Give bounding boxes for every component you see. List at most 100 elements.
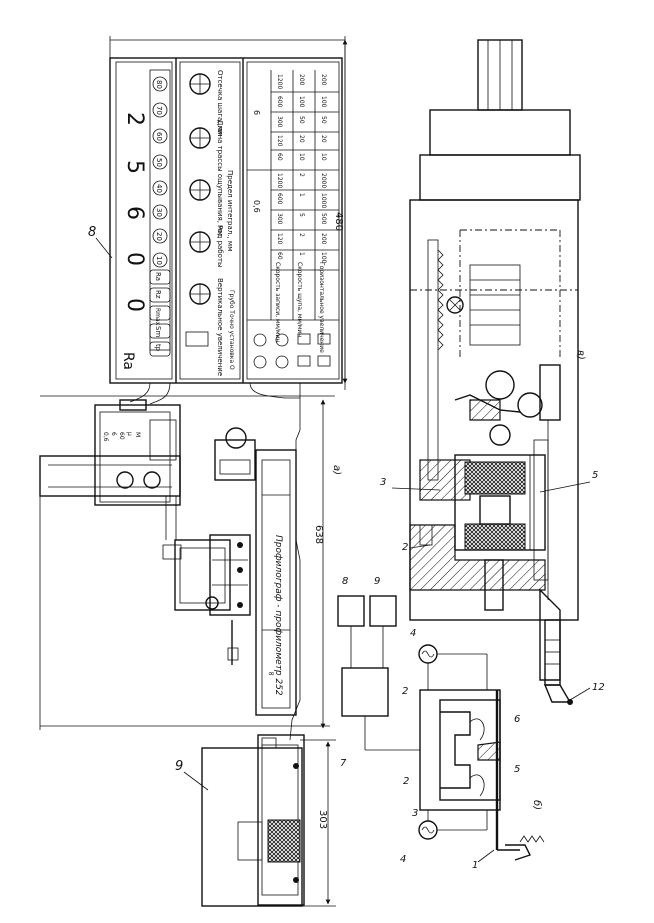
callout-2: 2 bbox=[403, 776, 409, 787]
dimension-label: 303 bbox=[317, 810, 328, 829]
subfigure-label-b: б) bbox=[531, 800, 543, 810]
range-button[interactable]: 30 bbox=[152, 204, 168, 220]
range-button-label: 40 bbox=[155, 184, 163, 193]
param-button-label: Sm bbox=[154, 326, 162, 337]
param-button[interactable]: Rz bbox=[149, 287, 171, 303]
knob[interactable] bbox=[189, 231, 211, 253]
table-cell: 300 bbox=[276, 116, 283, 128]
scale-label: M bbox=[134, 432, 141, 437]
counter-digits: 2 5 6 0 0 bbox=[122, 112, 147, 312]
spring-assembly bbox=[469, 264, 521, 346]
scale-label: 60 bbox=[118, 432, 125, 440]
table-cell: 10 bbox=[320, 153, 327, 161]
range-button[interactable]: 50 bbox=[152, 154, 168, 170]
range-button[interactable]: 20 bbox=[152, 228, 168, 244]
dimension-480: 480 bbox=[109, 36, 348, 390]
callout-2: 2 bbox=[402, 686, 408, 697]
instrument-label: Профилограф - профилометр 252 bbox=[273, 535, 283, 696]
knob[interactable] bbox=[189, 283, 211, 305]
control-panel: 2 5 6 0 0 Ra 80 70 60 50 40 30 20 10 Ra … bbox=[109, 57, 343, 384]
table-cell: 120 bbox=[276, 135, 283, 147]
table-row-header: Горизонтальное увеличение bbox=[318, 262, 325, 353]
table-cell: 20 bbox=[320, 135, 327, 143]
knob[interactable] bbox=[189, 127, 211, 149]
knob-caption: Длина трассы ощупывания, мм bbox=[216, 120, 224, 236]
callout-1: 1 bbox=[472, 860, 478, 871]
table-cell: 1000 bbox=[320, 193, 327, 208]
speed-table: 6 0,6 Скорость записи, мм/мин Скорость щ… bbox=[247, 70, 339, 353]
panel-switch-group[interactable] bbox=[253, 333, 331, 369]
knob-caption: Предел интеграл., мм bbox=[226, 170, 234, 252]
range-button[interactable]: 10 bbox=[152, 252, 168, 268]
table-row-header: Скорость записи, мм/мин bbox=[274, 262, 281, 342]
scale-label: 0,6 bbox=[102, 432, 109, 442]
scale-label: 6 bbox=[110, 432, 117, 436]
range-button[interactable]: 60 bbox=[152, 128, 168, 144]
table-cell: 2000 bbox=[320, 173, 327, 188]
callout-3: 3 bbox=[412, 808, 418, 819]
indicator-window bbox=[185, 331, 209, 347]
knob[interactable] bbox=[189, 73, 211, 95]
table-cell: 1 bbox=[298, 252, 305, 256]
param-button-label: tp bbox=[154, 344, 162, 352]
recorder-unit: 9 bbox=[175, 734, 305, 907]
table-cell: 2 bbox=[298, 173, 305, 177]
knob-caption: Род работы bbox=[216, 225, 224, 268]
param-button-label: Rmax bbox=[154, 308, 161, 326]
callout-9: 9 bbox=[374, 576, 380, 587]
param-button[interactable]: Sm bbox=[149, 323, 171, 339]
table-cell: 100 bbox=[320, 252, 327, 264]
callout-12: 12 bbox=[592, 682, 605, 693]
table-row-header: Скорость щупа, мм/мин bbox=[296, 262, 303, 337]
param-button-label: Ra bbox=[154, 272, 162, 281]
counter-digit: 6 bbox=[122, 206, 147, 220]
table-cell: 600 bbox=[276, 96, 283, 108]
range-button[interactable]: 70 bbox=[152, 102, 168, 118]
knob-caption: Вертикальное увеличение bbox=[216, 278, 224, 376]
counter-digit: 0 bbox=[122, 298, 147, 312]
callout-7: 7 bbox=[340, 758, 347, 769]
callout-3: 3 bbox=[380, 477, 386, 488]
sensor-section-v: 3 2 5 12 в) bbox=[380, 39, 605, 705]
table-group-label: 6 bbox=[252, 110, 261, 115]
table-cell: 500 bbox=[320, 213, 327, 225]
profilometer-stand: 0,6 6 60 μ M Профилограф - профилометр 2… bbox=[39, 399, 297, 716]
param-button-label: Rz bbox=[154, 290, 162, 299]
subfigure-label-v: в) bbox=[575, 350, 586, 360]
dimension-label: 638 bbox=[313, 525, 324, 544]
param-button[interactable]: tp bbox=[149, 341, 171, 357]
range-button-label: 60 bbox=[155, 132, 163, 141]
table-cell: 1200 bbox=[276, 173, 283, 188]
table-cell: 60 bbox=[276, 153, 283, 161]
counter-digit: 0 bbox=[122, 252, 147, 266]
range-button-label: 10 bbox=[155, 256, 163, 265]
table-cell: 1200 bbox=[276, 74, 283, 89]
callout-8: 8 bbox=[342, 576, 348, 587]
dimension-label: 480 bbox=[333, 212, 344, 231]
table-cell: 50 bbox=[320, 116, 327, 124]
callout-2: 2 bbox=[402, 542, 408, 553]
param-button[interactable]: Ra bbox=[149, 269, 171, 285]
table-cell: 100 bbox=[298, 96, 305, 108]
table-cell: 1 bbox=[298, 193, 305, 197]
callout-4: 4 bbox=[400, 854, 406, 865]
table-cell: 200 bbox=[320, 233, 327, 245]
range-buttons bbox=[149, 69, 171, 351]
range-button[interactable]: 80 bbox=[152, 76, 168, 92]
callout-4: 4 bbox=[410, 628, 416, 639]
knob[interactable] bbox=[189, 179, 211, 201]
schematic-b: 8 9 7 4 4 2 2 3 5 6 1 bbox=[337, 576, 545, 871]
table-cell: 10 bbox=[298, 153, 305, 161]
param-button[interactable]: Rmax bbox=[149, 305, 171, 326]
range-button-label: 50 bbox=[155, 158, 163, 167]
range-button[interactable]: 40 bbox=[152, 180, 168, 196]
callout-6: 6 bbox=[514, 714, 520, 725]
range-button-label: 20 bbox=[155, 232, 163, 241]
counter-digit: 5 bbox=[122, 160, 147, 174]
table-cell: 300 bbox=[276, 213, 283, 225]
table-cell: 5 bbox=[298, 213, 305, 217]
callout-5: 5 bbox=[514, 764, 520, 775]
range-button-label: 70 bbox=[155, 106, 163, 115]
table-cell: 50 bbox=[298, 116, 305, 124]
